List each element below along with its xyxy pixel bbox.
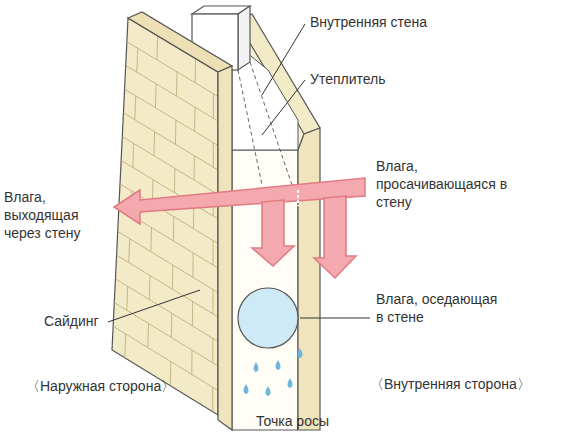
inner-wall-edge <box>298 128 320 430</box>
moisture-label: Влага, выходящая через стену <box>4 188 104 242</box>
moisture-label: Влага, просачивающаяся в стену <box>376 157 511 211</box>
stud-side <box>238 6 250 70</box>
siding-edge <box>218 66 232 430</box>
leader-lines <box>108 24 370 322</box>
part-label: Утеплитель <box>310 70 430 88</box>
condensation-circle <box>238 288 298 348</box>
part-label: Сайдинг <box>44 312 114 330</box>
siding-top <box>128 12 232 72</box>
side-label: 〈Наружная сторона〉 <box>26 377 196 395</box>
moisture-label: Влага, оседающая в стене <box>376 290 506 326</box>
water-drops <box>244 348 303 396</box>
wall-trace <box>297 190 299 206</box>
moisture-arrow-down <box>252 200 294 266</box>
hidden-edge <box>238 70 262 185</box>
part-label: Внутренняя стена <box>310 13 470 31</box>
moisture-arrow-down <box>314 196 356 278</box>
side-label: 〈Внутренняя сторона〉 <box>370 375 555 393</box>
point-label: Точка росы <box>256 412 366 430</box>
siding-texture <box>113 36 218 412</box>
